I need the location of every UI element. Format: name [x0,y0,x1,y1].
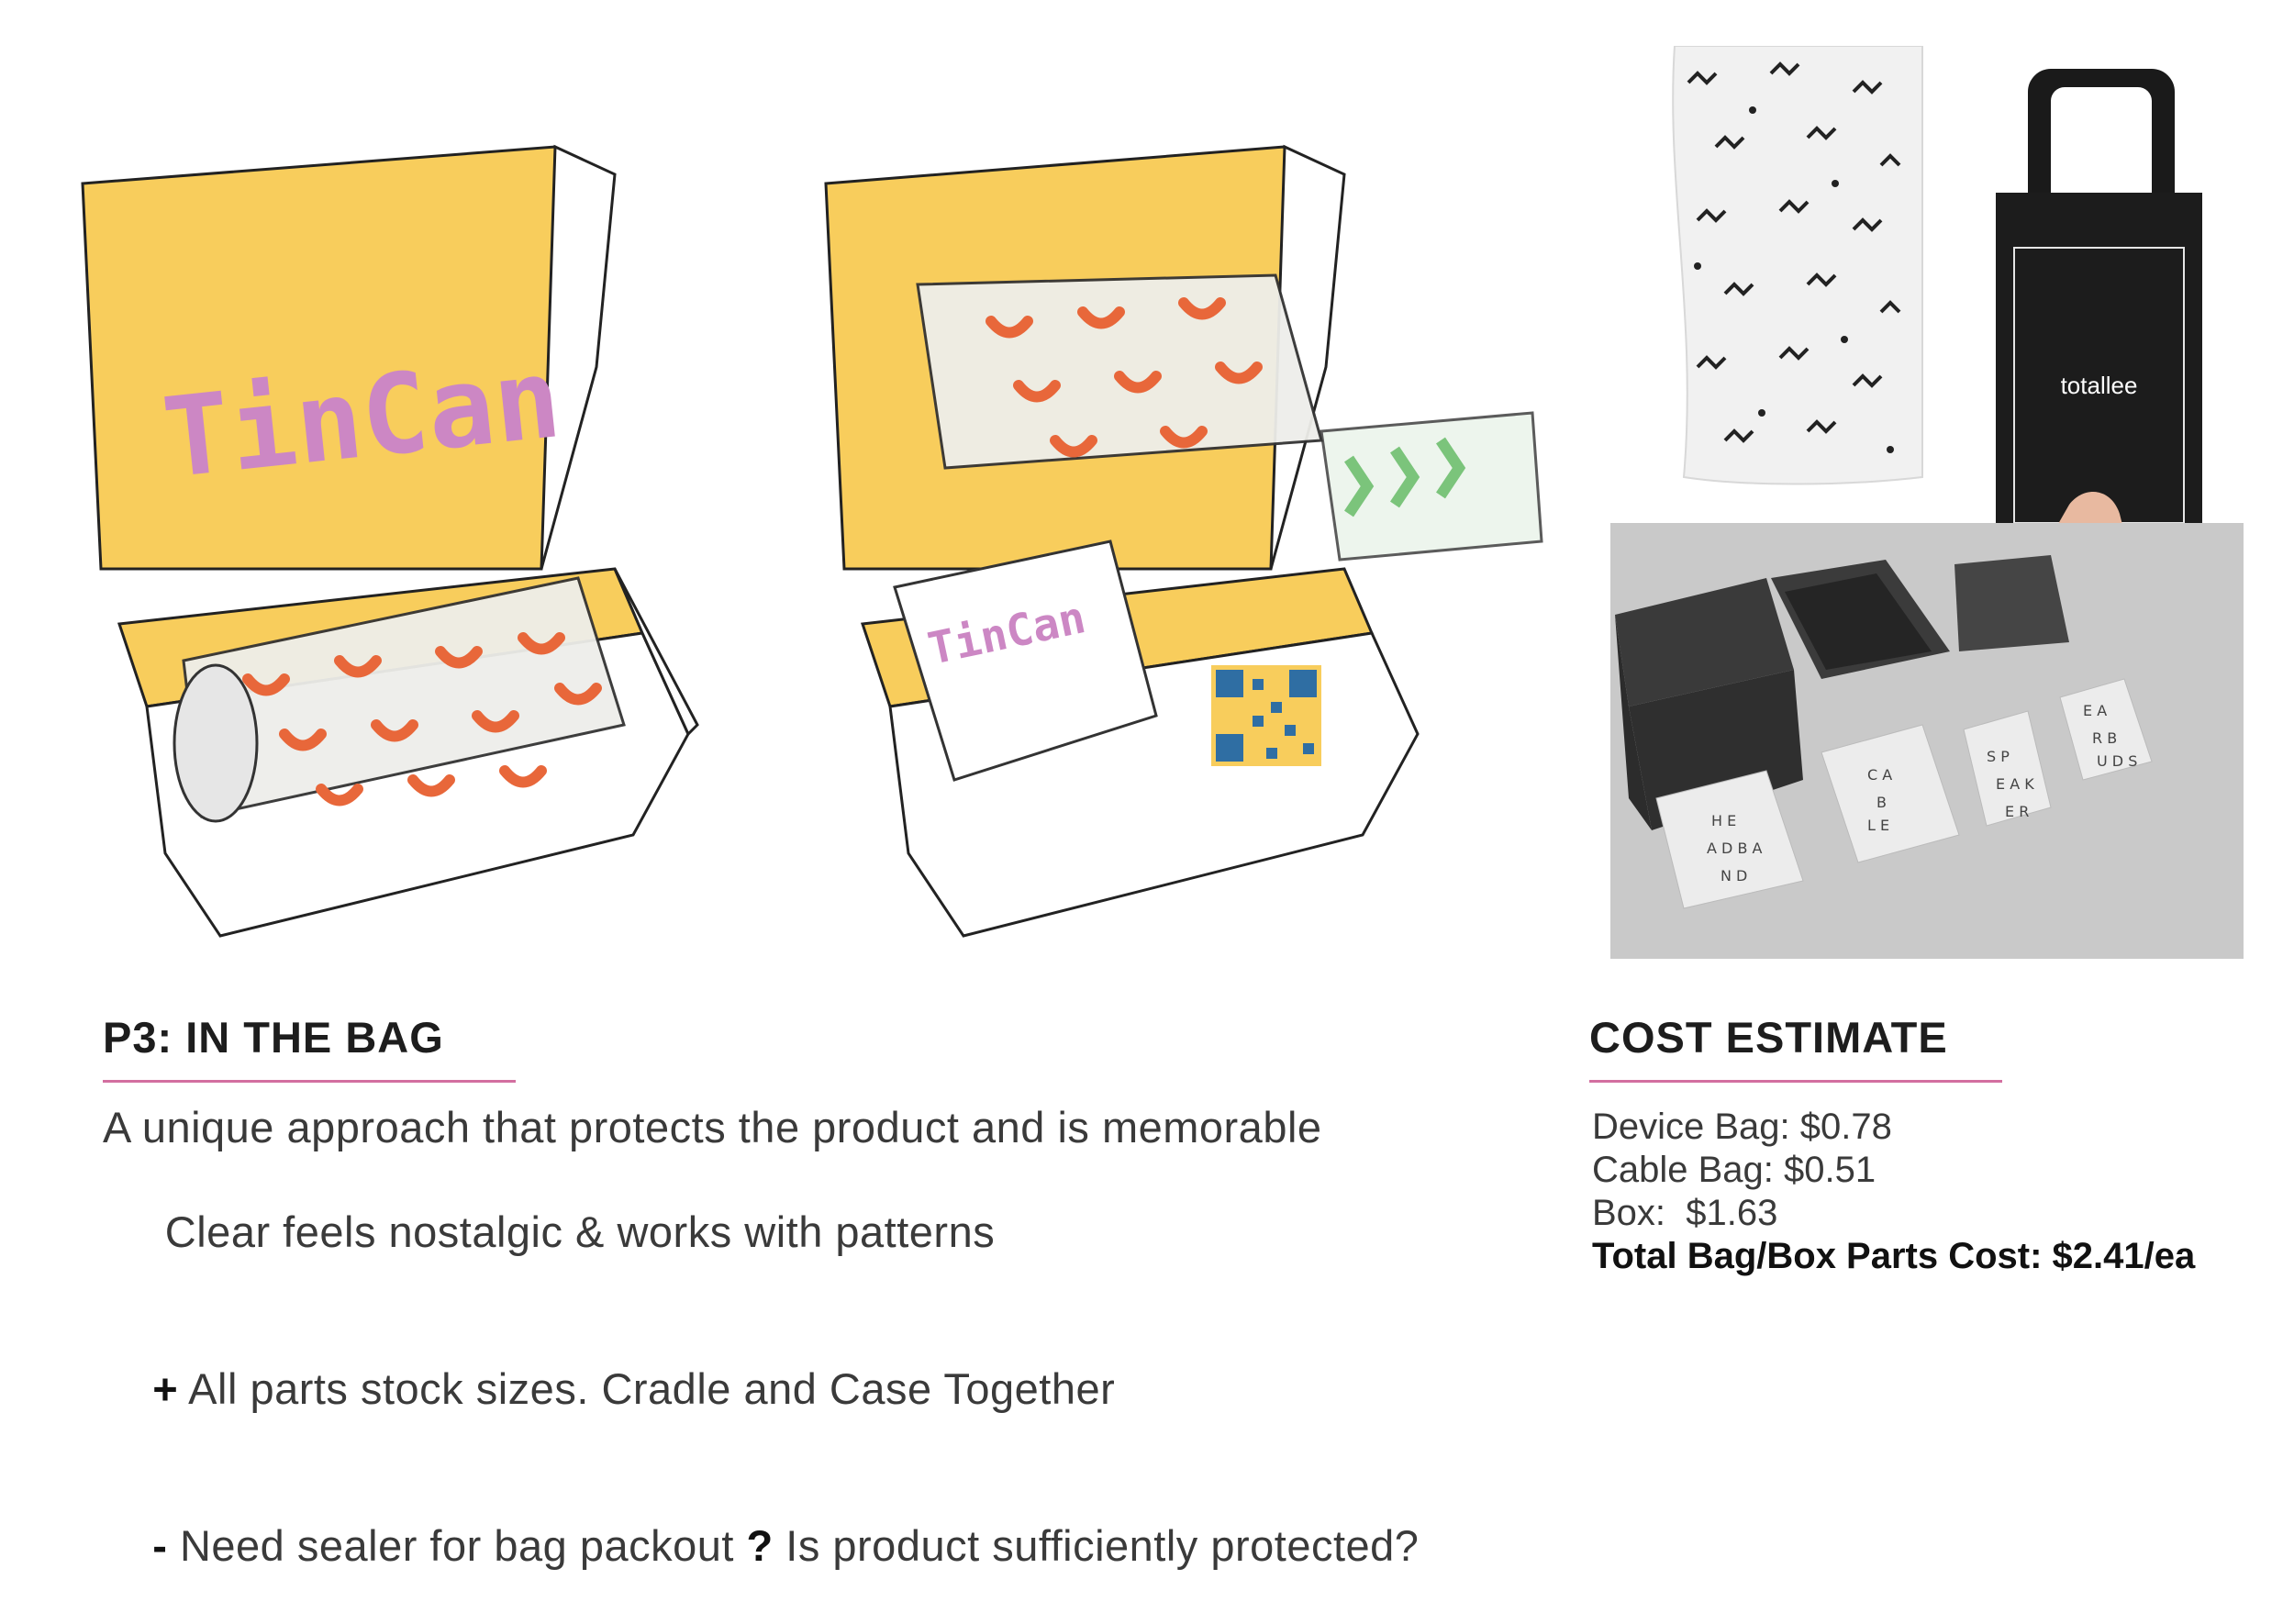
section-title: P3: IN THE BAG [103,1013,444,1062]
svg-text:E R: E R [2005,803,2029,820]
svg-text:E A: E A [2083,702,2107,719]
svg-text:H E: H E [1711,812,1736,829]
svg-text:E A K: E A K [1996,775,2034,793]
description-line: Clear feels nostalgic & works with patte… [152,1207,996,1256]
svg-text:L E: L E [1867,817,1889,834]
svg-text:B: B [1876,794,1887,811]
con-line: - Need sealer for bag packout ? Is produ… [152,1521,1420,1570]
cost-underline [1589,1080,2002,1083]
svg-text:A D B A: A D B A [1707,840,1763,857]
cost-list: Device Bag: $0.78 Cable Bag: $0.51 Box: … [1592,1106,2289,1278]
svg-text:C A: C A [1867,766,1892,784]
description-line: A unique approach that protects the prod… [103,1103,1322,1151]
cost-total: Total Bag/Box Parts Cost: $2.41/ea [1592,1236,2196,1276]
patterned-bag [173,576,626,823]
cost-item: Device Bag: $0.78 [1592,1107,1892,1147]
box-sketch-with-insert: TinCan [824,144,1543,938]
svg-text:N D: N D [1720,867,1747,884]
title-underline [103,1080,516,1083]
pro-line: + All parts stock sizes. Cradle and Case… [152,1364,1116,1413]
packaging-set-photo: H E A D B A N D C A B L E S P E A K E R E A R B… [1610,523,2244,959]
cost-title: COST ESTIMATE [1589,1013,1948,1062]
totallee-label: totallee [2060,372,2138,399]
cost-item: Box: $1.63 [1592,1193,1778,1233]
qr-code-icon [1211,665,1321,766]
description-list: A unique approach that protects the prod… [103,1101,1553,1624]
cost-item: Cable Bag: $0.51 [1592,1150,1876,1190]
svg-text:S P: S P [1987,748,2010,765]
svg-text:R B: R B [2092,729,2117,747]
box-sketch-with-bag: TinCan [81,144,699,938]
black-phone-bag-photo: totallee [1982,55,2257,569]
zigzag-pouch-photo [1661,46,1927,486]
svg-text:U D S: U D S [2097,752,2137,770]
